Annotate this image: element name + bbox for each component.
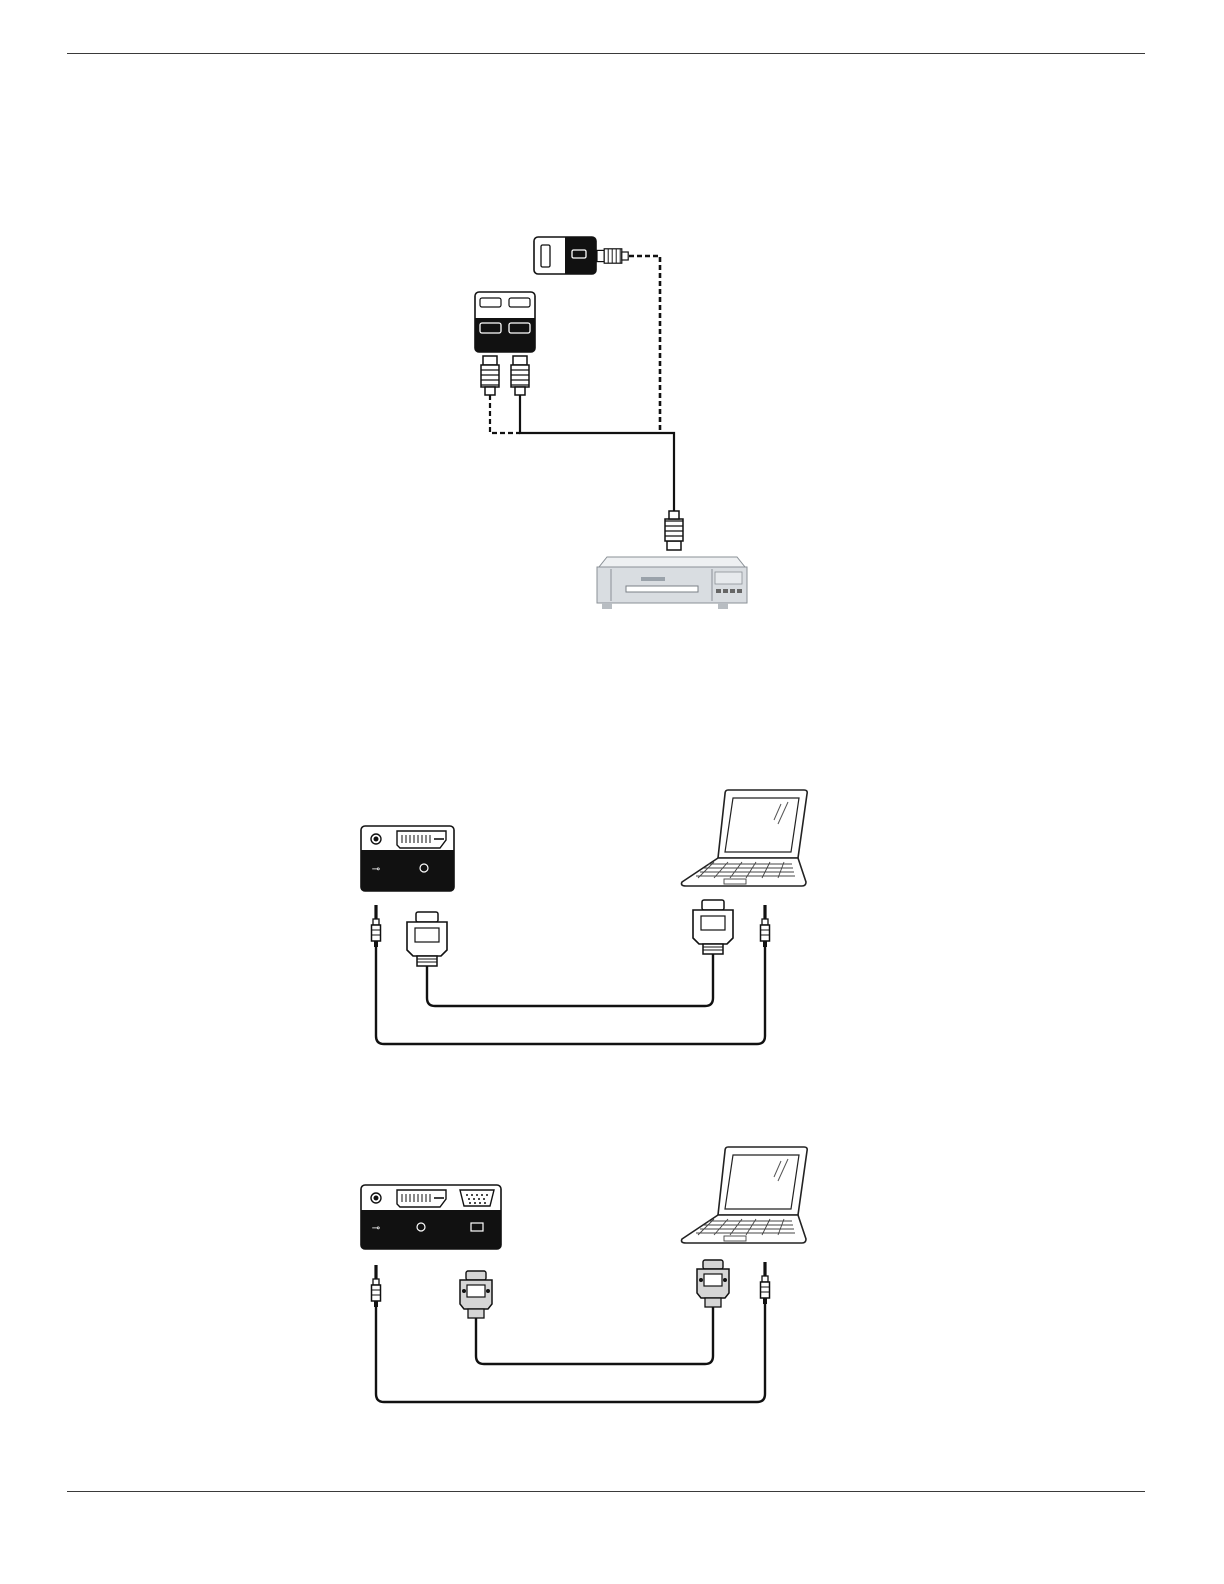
dvi-plug-icon — [693, 900, 733, 954]
audio-in-icon: ⊸ — [372, 1223, 380, 1234]
audio-jack-icon — [761, 1262, 770, 1304]
hdmi-cable-dashed — [629, 256, 660, 433]
dvd-player-icon — [597, 557, 747, 609]
dvi-cable — [427, 954, 713, 1006]
audio-jack-icon — [761, 905, 770, 947]
hdmi-connection-diagram — [475, 237, 747, 609]
audio-in-icon: ⊸ — [372, 864, 380, 875]
hdmi-port-panel-icon — [534, 237, 596, 274]
laptop-icon — [682, 1147, 808, 1243]
vga-plug-icon — [460, 1271, 492, 1318]
hdmi-cable-dashed — [490, 395, 520, 433]
audio-jack-icon — [372, 905, 381, 947]
vga-connection-diagram: ⊸ — [361, 1147, 807, 1402]
audio-jack-icon — [372, 1265, 381, 1307]
vga-plug-icon — [697, 1260, 729, 1307]
hdmi-plug-icon — [481, 356, 499, 395]
hdmi-plug-icon — [665, 511, 683, 550]
audio-cable — [376, 1304, 765, 1402]
audio-dvi-panel-icon: ⊸ — [361, 826, 454, 891]
vga-cable — [476, 1307, 713, 1364]
hdmi-dual-port-panel-icon — [475, 292, 535, 352]
dvi-plug-icon — [407, 912, 447, 966]
laptop-icon — [682, 790, 808, 886]
hdmi-cable — [520, 395, 674, 512]
hdmi-plug-icon — [597, 249, 628, 263]
audio-dvi-vga-panel-icon: ⊸ — [361, 1185, 501, 1249]
hdmi-plug-icon — [511, 356, 529, 395]
dvi-connection-diagram: ⊸ — [361, 790, 807, 1044]
